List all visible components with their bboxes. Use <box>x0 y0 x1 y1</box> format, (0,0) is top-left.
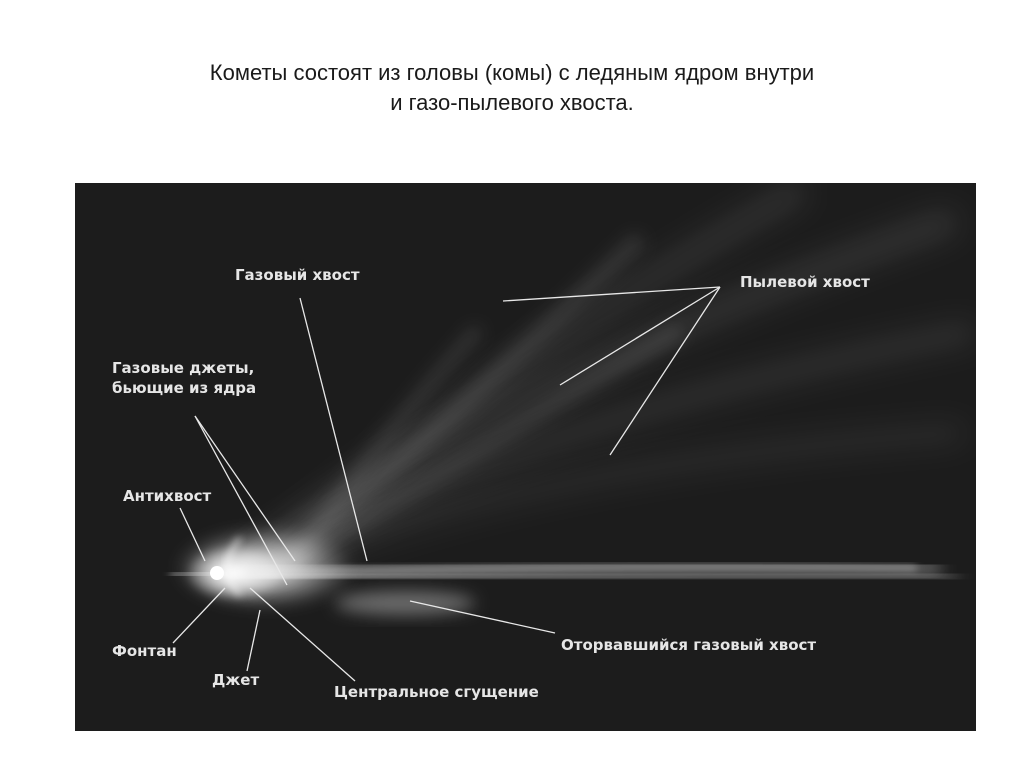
comet-diagram: Газовый хвост Пылевой хвост Газовые джет… <box>75 183 976 731</box>
label-central-condensation: Центральное сгущение <box>334 683 539 701</box>
dust-tail-glow <box>235 193 965 575</box>
label-disconnected-gas-tail: Оторвавшийся газовый хвост <box>561 636 816 654</box>
slide-title-line-1: Кометы состоят из головы (комы) с ледяны… <box>0 58 1024 88</box>
antitail-glow <box>170 573 225 575</box>
pointer-fountain <box>173 588 225 643</box>
slide-title: Кометы состоят из головы (комы) с ледяны… <box>0 58 1024 118</box>
label-fountain: Фонтан <box>112 642 177 660</box>
label-dust-tail: Пылевой хвост <box>740 273 870 291</box>
label-jet: Джет <box>212 671 259 689</box>
label-antitail: Антихвост <box>123 487 212 505</box>
pointer-jet <box>247 610 260 671</box>
pointer-disconnected-tail <box>410 601 555 633</box>
label-gas-tail: Газовый хвост <box>235 266 360 284</box>
slide-title-line-2: и газо-пылевого хвоста. <box>0 88 1024 118</box>
comet-diagram-svg: Газовый хвост Пылевой хвост Газовые джет… <box>75 183 976 731</box>
disconnected-tail-glow <box>335 591 475 615</box>
label-gas-jets-line-1: Газовые джеты, <box>112 359 254 377</box>
label-gas-jets-line-2: бьющие из ядра <box>112 379 256 397</box>
